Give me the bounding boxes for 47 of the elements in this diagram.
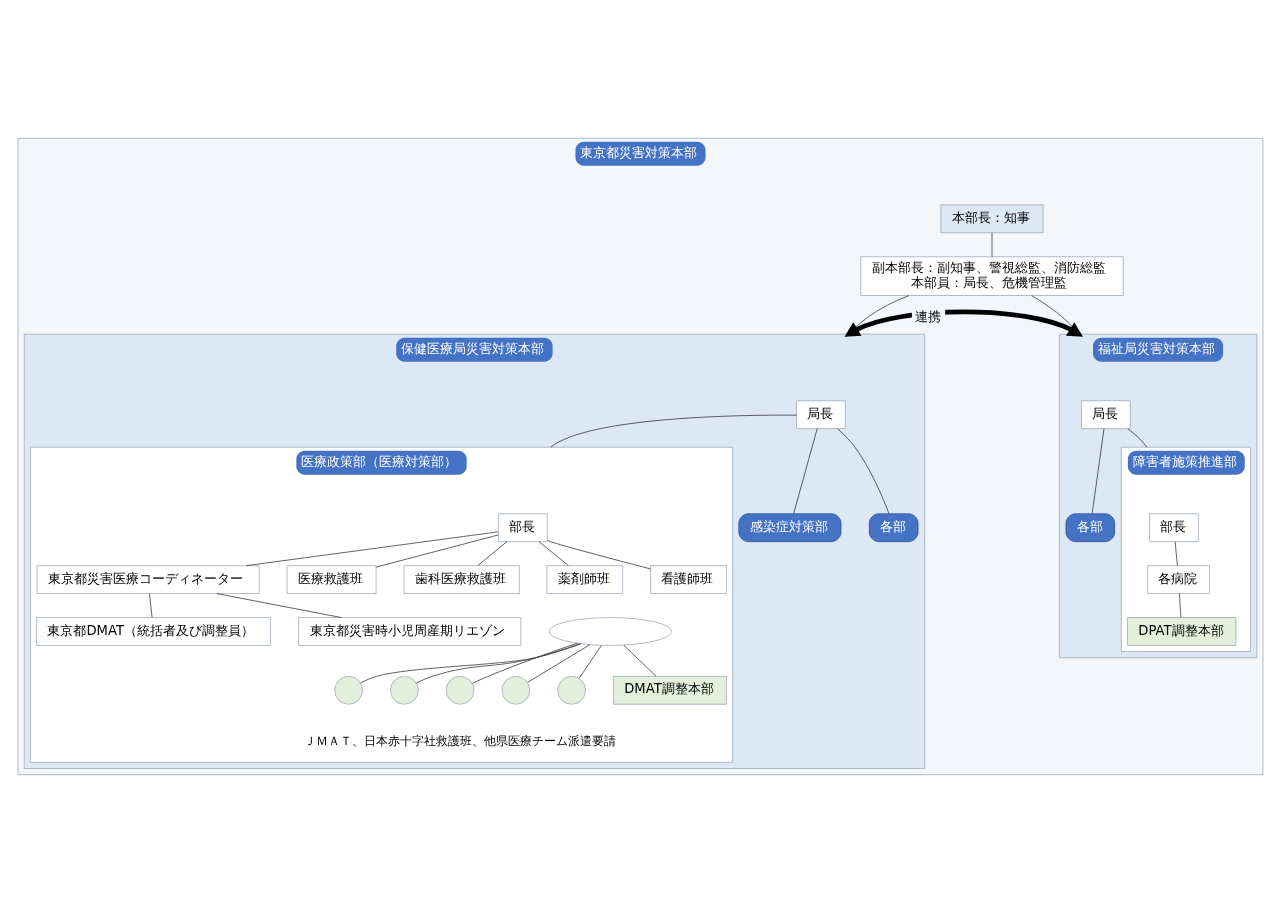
- connector: [550, 414, 797, 448]
- node-box: 東京都災害時小児周産期リエゾン: [298, 617, 522, 646]
- node-box: 各病院: [1147, 565, 1210, 594]
- node-box: 部長: [498, 513, 548, 543]
- edge-label: 連携: [915, 309, 942, 325]
- node-box: 局長: [796, 400, 846, 429]
- node-ellipse: [548, 617, 672, 646]
- node-box: 医療救護班: [286, 565, 377, 594]
- connector: [472, 642, 578, 684]
- node-box: 東京都災害医療コーディネーター: [36, 565, 260, 594]
- node-box: 本部長：知事: [940, 204, 1044, 234]
- node-box: 部長: [1149, 513, 1199, 543]
- node-box: DMAT調整本部: [613, 676, 727, 705]
- node-box: 各部: [1065, 513, 1116, 543]
- node-circle: [390, 676, 419, 705]
- connector: [1091, 428, 1105, 515]
- node-box: 歯科医療救護班: [403, 565, 520, 594]
- connector: [793, 428, 818, 515]
- connector: [415, 643, 581, 684]
- connector: [245, 531, 499, 567]
- connector: [375, 534, 499, 568]
- node-box: 感染症対策部: [738, 513, 842, 543]
- connector: [1179, 593, 1182, 618]
- connector: [538, 541, 569, 566]
- connector: [837, 428, 890, 515]
- node-box: 看護師班: [650, 565, 727, 594]
- node-box: 薬剤師班: [546, 565, 624, 594]
- connector: [477, 541, 508, 566]
- node-box: 各部: [868, 513, 919, 543]
- connector: [527, 644, 591, 683]
- connector: [1127, 428, 1148, 448]
- label: ＪＭＡＴ、日本赤十字社救護班、他県医療チーム派遣要請: [304, 733, 617, 748]
- node-circle: [501, 676, 531, 705]
- connector: [623, 644, 657, 677]
- node-box: DPAT調整本部: [1127, 617, 1237, 646]
- connector: [216, 593, 342, 618]
- node-circle: [445, 676, 475, 705]
- connector: [1174, 541, 1178, 566]
- connector: [360, 643, 582, 684]
- node-box: 局長: [1081, 400, 1131, 429]
- node-box: 副本部長：副知事、警視総監、消防総監 本部員：局長、危機管理監: [860, 256, 1124, 296]
- node-box: 東京都DMAT（統括者及び調整員）: [36, 617, 271, 646]
- connector: [578, 645, 602, 679]
- node-circle: [557, 676, 586, 705]
- connector: [149, 593, 153, 618]
- connector: [546, 540, 651, 570]
- node-circle: [334, 676, 363, 705]
